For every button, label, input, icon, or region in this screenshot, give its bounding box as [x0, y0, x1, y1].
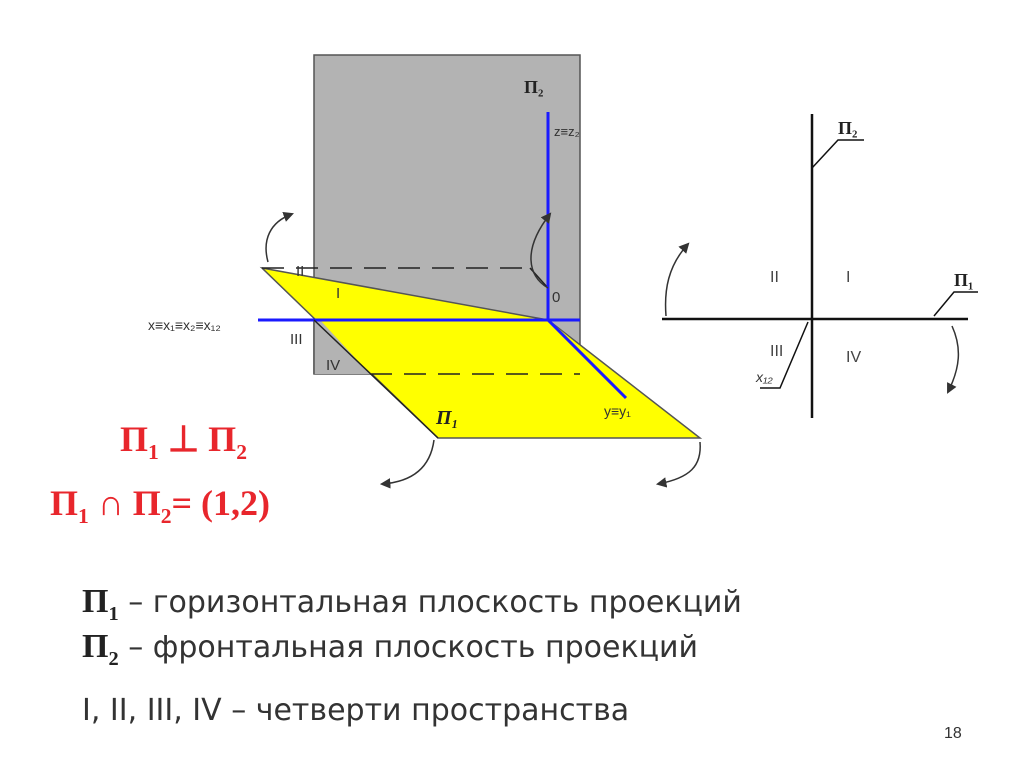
formula-result: = (1,2) — [171, 483, 271, 523]
rotation-arrow-z — [530, 212, 552, 289]
formula-operator: ∩ — [88, 483, 133, 523]
rotation-arrow-2d-right — [947, 325, 960, 394]
label-origin: 0 — [552, 289, 560, 306]
formula-operator: ⊥ — [158, 419, 209, 459]
label-y: y≡y₁ — [604, 403, 631, 419]
caption-symbol-subscript: 2 — [108, 647, 119, 670]
formula-subscript: 1 — [78, 504, 89, 529]
label-pi2-2d: П₂ — [838, 118, 857, 138]
frontal-plane-lower — [314, 320, 580, 374]
label-pi2-3d: П₂ — [524, 77, 543, 97]
quadrant-II-2d: II — [770, 269, 779, 286]
label-pi1-3d: П₁ — [435, 407, 459, 429]
caption-symbol: П1 — [82, 583, 119, 625]
formula-symbol: П — [120, 419, 149, 459]
label-x12-2d: x₁₂ — [755, 369, 773, 385]
leader-pi1-2d — [933, 291, 978, 317]
formula-perpendicular: П1 ⊥ П2 — [120, 418, 247, 465]
formula-symbol: П — [132, 483, 161, 523]
label-x: x≡x₁≡x₂≡x₁₂ — [148, 317, 221, 333]
caption-symbol-subscript: 1 — [108, 602, 119, 625]
formula-subscript: 2 — [236, 440, 247, 465]
rotation-arrow-top-left — [265, 211, 294, 263]
quadrant-I-3d: I — [336, 285, 340, 302]
quadrant-II-3d: II — [296, 263, 304, 280]
label-z: z≡z₂ — [554, 124, 580, 139]
quadrant-I-2d: I — [846, 269, 850, 286]
quadrant-III-3d: III — [290, 331, 303, 348]
y-axis — [546, 318, 628, 400]
quadrant-III-2d: III — [770, 343, 783, 360]
quadrant-IV-2d: IV — [846, 349, 861, 366]
formula-symbol: П — [50, 483, 79, 523]
formula-subscript: 1 — [148, 440, 159, 465]
leader-pi2-2d — [811, 139, 864, 169]
caption-symbol-letter: П — [82, 583, 109, 620]
formula-intersection: П1 ∩ П2= (1,2) — [50, 482, 270, 529]
slide-number: 18 — [944, 725, 962, 742]
formula-subscript: 2 — [160, 504, 172, 529]
label-pi1-2d: П₁ — [954, 270, 973, 290]
caption-text: – горизонтальная плоскость проекций — [118, 585, 742, 620]
leader-x12-2d — [760, 321, 809, 389]
caption-quadrants: I, II, III, IV – четверти пространства — [82, 693, 630, 728]
rotation-arrow-2d-left — [664, 242, 690, 317]
caption-frontal-plane: П2 – фронтальная плоскость проекций — [82, 628, 698, 671]
caption-symbol: П2 — [82, 628, 119, 670]
formula-symbol: П — [208, 419, 237, 459]
plane-edge-diagonal — [313, 319, 439, 439]
rotation-arrow-bottom-right — [655, 441, 701, 488]
quadrant-IV-3d: IV — [326, 357, 340, 374]
caption-text: – фронтальная плоскость проекций — [118, 630, 698, 665]
rotation-arrow-bottom-left — [379, 439, 435, 489]
caption-horizontal-plane: П1 – горизонтальная плоскость проекций — [82, 583, 742, 626]
caption-symbol-letter: П — [82, 628, 109, 665]
